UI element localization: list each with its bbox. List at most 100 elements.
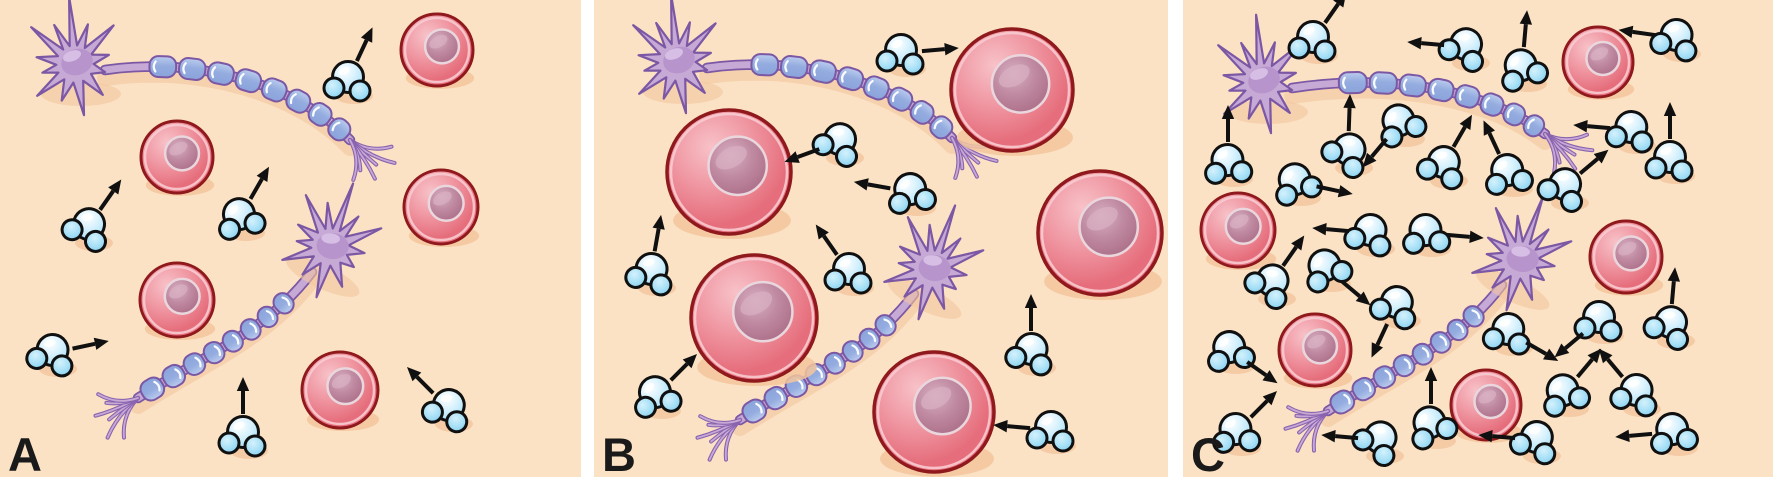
myelin-segment: [1329, 389, 1356, 415]
water-molecule: [1598, 348, 1661, 418]
myelin-segment: [929, 115, 954, 140]
myelin-segment: [858, 327, 881, 351]
myelin-segment: [256, 305, 279, 329]
myelin-segment: [327, 117, 352, 142]
myelin-segment: [182, 352, 207, 376]
water-movement-arrow: [1446, 230, 1484, 244]
water-molecule: [1554, 300, 1624, 358]
water-molecule: [1501, 10, 1550, 93]
water-movement-arrow: [1362, 137, 1389, 168]
water-movement-arrow: [1281, 235, 1305, 267]
neuron-soma: [1217, 13, 1308, 135]
water-movement-arrow: [1573, 119, 1611, 133]
myelin-segment: [1522, 114, 1546, 138]
water-molecule: [217, 377, 268, 459]
panel-c-label: C: [1191, 428, 1225, 480]
water-movement-arrow: [1598, 348, 1625, 379]
myelin-segment: [741, 398, 768, 424]
water-molecule: [1275, 162, 1353, 207]
myelin-segment: [750, 53, 780, 77]
water-movement-arrow: [1525, 340, 1559, 361]
water-molecule: [634, 353, 698, 419]
neuron: [1217, 13, 1595, 175]
water-movement-arrow: [1321, 429, 1359, 443]
cell: [1036, 169, 1164, 300]
water-molecule: [1478, 420, 1561, 466]
myelin-segment: [206, 61, 235, 86]
neuron-soma: [1471, 195, 1573, 312]
water-molecule: [1415, 114, 1472, 191]
water-molecule: [875, 33, 959, 77]
myelin-segment: [1427, 77, 1455, 103]
myelin-segment: [808, 59, 837, 84]
myelin-segment: [763, 385, 789, 411]
water-molecule: [1483, 120, 1534, 197]
myelin-segment: [841, 340, 864, 363]
myelin-segment: [221, 329, 244, 353]
cell: [665, 108, 793, 239]
water-movement-arrow: [248, 166, 269, 200]
myelin-segment: [148, 55, 178, 79]
water-movement-arrow: [1478, 429, 1516, 443]
cell: [1449, 368, 1523, 443]
cell: [1277, 312, 1353, 389]
water-molecule: [815, 224, 874, 296]
water-movement-arrow: [1554, 331, 1585, 358]
water-molecule: [624, 214, 676, 297]
panel-c: [1183, 0, 1773, 477]
water-movement-arrow: [236, 377, 250, 414]
water-movement-arrow: [652, 214, 665, 252]
cell: [872, 350, 996, 477]
cell: [1561, 25, 1635, 100]
axon-terminal: [1283, 405, 1330, 453]
water-movement-arrow: [784, 147, 820, 163]
water-movement-arrow: [993, 419, 1031, 433]
water-molecule: [1321, 420, 1404, 468]
myelin-segment: [234, 68, 263, 94]
axon-terminal: [93, 392, 140, 440]
myelin-segment: [1368, 71, 1398, 95]
water-movement-arrow: [1246, 360, 1278, 384]
water-movement-arrow: [1483, 120, 1501, 155]
water-molecule: [1615, 412, 1699, 456]
water-movement-arrow: [72, 337, 109, 351]
water-molecule: [1320, 94, 1373, 180]
water-movement-arrow: [853, 178, 891, 191]
myelin-segment: [887, 86, 914, 112]
water-molecule: [25, 333, 109, 378]
water-molecule: [784, 122, 864, 168]
myelin-segment: [1351, 376, 1377, 402]
water-molecule: [1312, 213, 1395, 258]
axon-terminal: [1543, 132, 1595, 175]
myelin-segment: [177, 57, 207, 81]
water-molecule: [322, 27, 373, 104]
water-molecule: [1402, 213, 1484, 257]
myelin-segment: [1479, 92, 1505, 117]
water-movement-arrow: [1451, 114, 1472, 148]
neuron-soma: [883, 204, 985, 321]
myelin-segment: [202, 340, 226, 365]
water-movement-arrow: [1340, 279, 1371, 306]
axon-terminal: [695, 414, 742, 462]
water-movement-arrow: [406, 366, 435, 395]
water-movement-arrow: [1519, 10, 1533, 48]
water-molecule: [1287, 0, 1345, 64]
neuron-soma: [632, 0, 723, 115]
cell: [1199, 191, 1277, 270]
water-molecule: [406, 366, 473, 434]
water-movement-arrow: [1221, 105, 1235, 142]
water-molecule: [1618, 18, 1701, 63]
water-movement-arrow: [1312, 222, 1350, 236]
water-molecule: [1481, 312, 1559, 361]
water-movement-arrow: [921, 42, 959, 56]
water-molecule: [1207, 330, 1278, 384]
water-movement-arrow: [1407, 36, 1445, 50]
myelin-segment: [1502, 102, 1527, 127]
cell: [138, 261, 216, 340]
myelin-segment: [1372, 365, 1397, 389]
panel-a: [0, 0, 581, 477]
myelin-segment: [909, 100, 935, 125]
myelin-segment: [260, 77, 288, 103]
myelin-segment: [1454, 84, 1481, 109]
